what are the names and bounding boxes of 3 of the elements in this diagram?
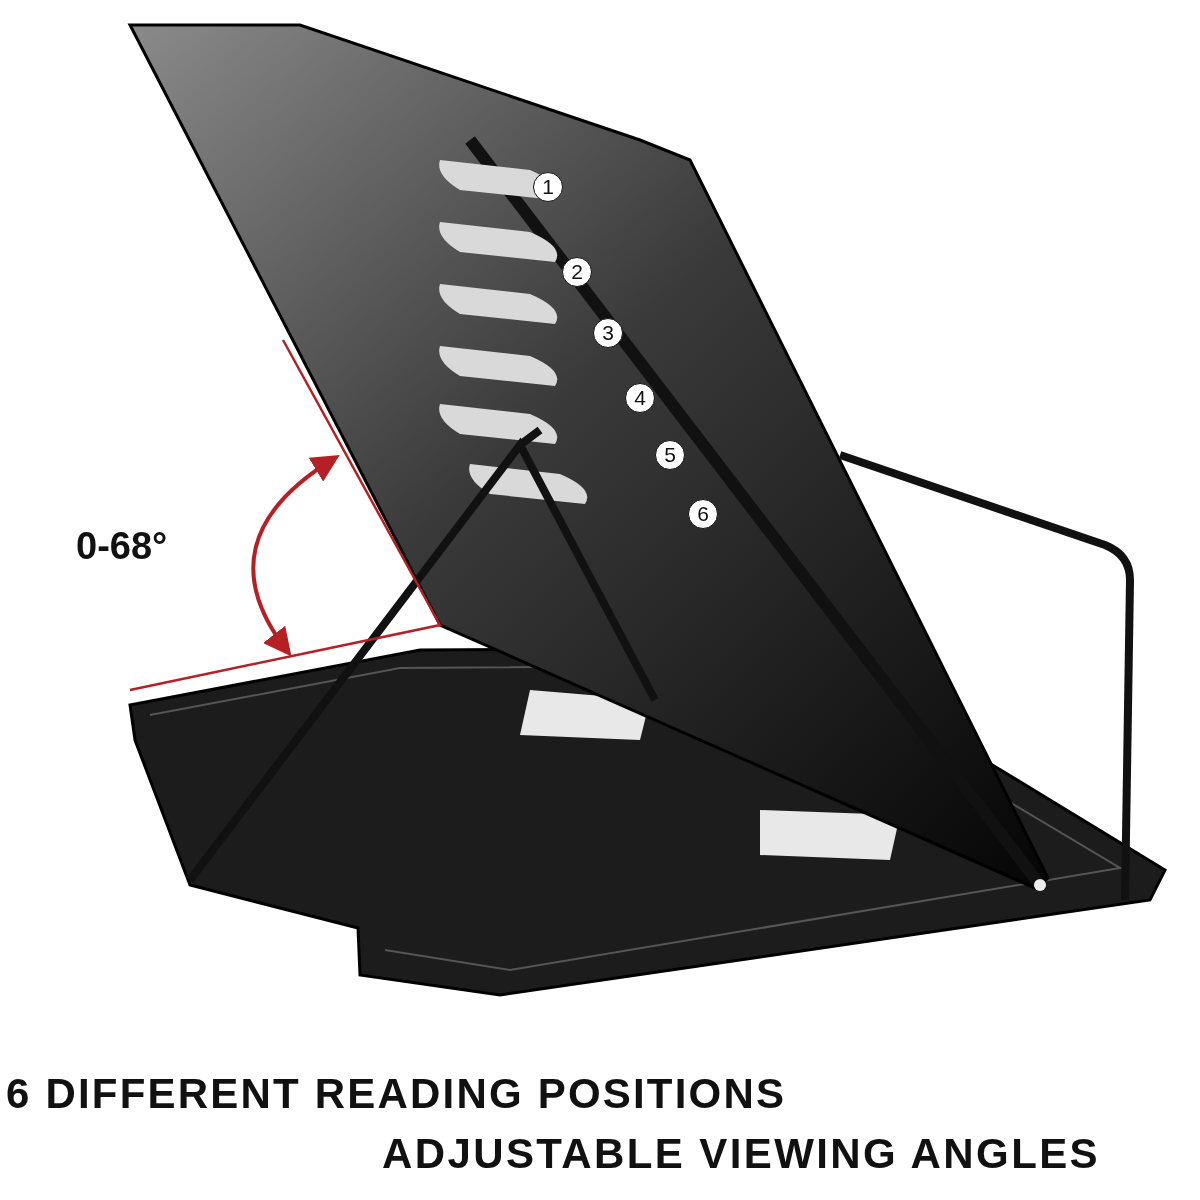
angle-range-label: 0-68° <box>76 525 168 568</box>
subheadline: ADJUSTABLE VIEWING ANGLES <box>382 1130 1101 1178</box>
headline: 6 DIFFERENT READING POSITIONS <box>6 1070 787 1118</box>
